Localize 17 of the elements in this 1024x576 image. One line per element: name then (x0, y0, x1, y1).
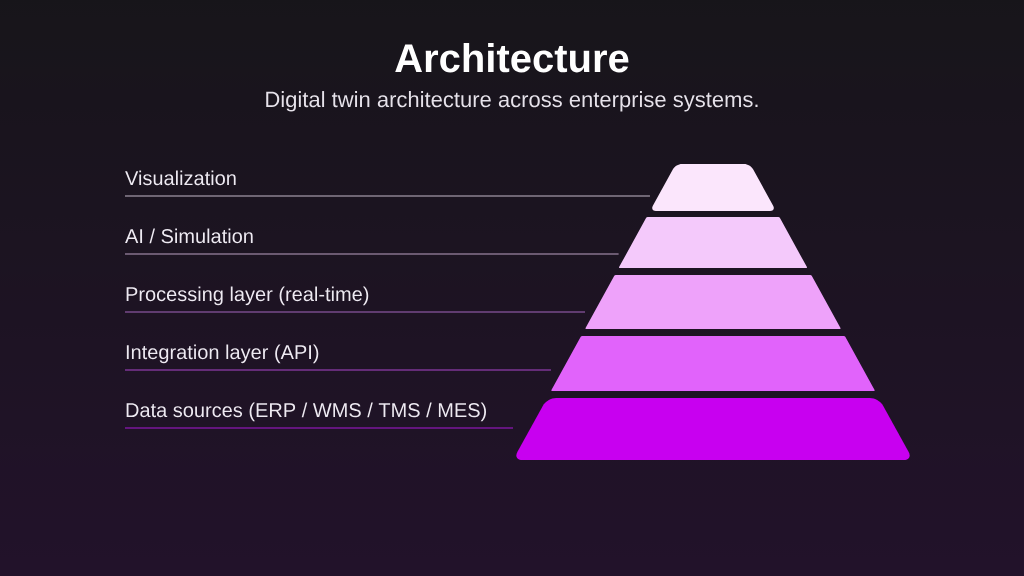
subtitle: Digital twin architecture across enterprise systems. (266, 91, 758, 112)
leader-line (124, 253, 620, 255)
pyramid-layer (585, 275, 841, 329)
layer-label: Integration layer (API) (126, 344, 319, 364)
layer-label: AI / Simulation (125, 228, 253, 244)
pyramid-layer (619, 217, 808, 268)
leader-line (124, 369, 552, 371)
layer-label: Processing layer (real-time) (126, 286, 369, 306)
layer-label: Data sources (ERP / WMS / TMS / MES) (126, 402, 487, 422)
leader-line (124, 195, 651, 197)
leader-line (124, 311, 586, 313)
title: Architecture (395, 43, 629, 73)
leader-line (124, 427, 514, 429)
layer-label: Visualization (125, 170, 236, 186)
pyramid-layer (652, 164, 774, 211)
pyramid-layer (551, 336, 875, 391)
pyramid-layer (516, 398, 910, 460)
